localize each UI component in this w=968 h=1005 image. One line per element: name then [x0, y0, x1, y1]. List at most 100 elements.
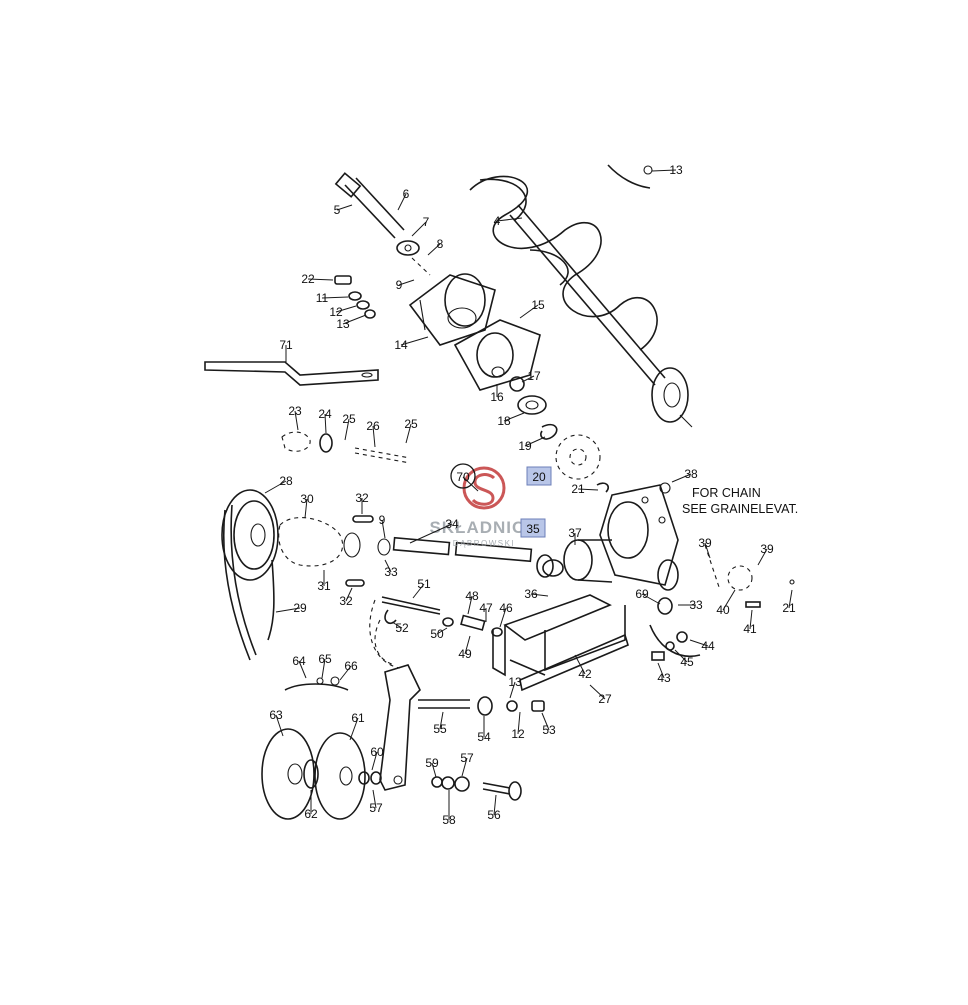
- callout-11[interactable]: 11: [316, 291, 349, 305]
- callout-41[interactable]: 41: [743, 609, 757, 636]
- callout-label: 29: [293, 601, 307, 615]
- callout-25[interactable]: 25: [342, 412, 356, 441]
- callout-62[interactable]: 62: [304, 790, 318, 821]
- callout-48[interactable]: 48: [465, 589, 479, 615]
- callout-4[interactable]: 4: [494, 214, 523, 228]
- callout-label: 12: [511, 727, 525, 741]
- callout-40[interactable]: 40: [716, 589, 736, 617]
- callout-21[interactable]: 21: [782, 589, 796, 615]
- leader-line: [757, 548, 768, 566]
- callout-65[interactable]: 65: [318, 652, 332, 679]
- callout-59[interactable]: 59: [425, 756, 439, 778]
- callout-label: 33: [384, 565, 398, 579]
- callout-49[interactable]: 49: [458, 635, 472, 661]
- callout-13[interactable]: 13: [651, 163, 683, 177]
- callout-5[interactable]: 5: [334, 203, 353, 217]
- callout-42[interactable]: 42: [574, 654, 592, 681]
- callout-24[interactable]: 24: [318, 407, 332, 434]
- leader-line: [499, 607, 507, 628]
- callout-30[interactable]: 30: [300, 492, 314, 519]
- callout-9[interactable]: 9: [379, 513, 386, 539]
- callout-label: 5: [334, 203, 341, 217]
- callout-63[interactable]: 63: [269, 708, 284, 737]
- callout-53[interactable]: 53: [541, 712, 556, 737]
- callout-29[interactable]: 29: [275, 601, 307, 615]
- callout-17[interactable]: 17: [521, 369, 541, 383]
- leader-line: [641, 593, 661, 605]
- callout-43[interactable]: 43: [657, 662, 671, 685]
- callout-31[interactable]: 31: [317, 570, 331, 593]
- callout-32[interactable]: 32: [339, 587, 353, 608]
- leader-line: [431, 762, 437, 778]
- callout-55[interactable]: 55: [433, 711, 447, 736]
- leader-line: [461, 757, 468, 777]
- callout-7[interactable]: 7: [411, 215, 430, 237]
- callout-28[interactable]: 28: [264, 474, 293, 494]
- callout-12[interactable]: 12: [511, 711, 525, 741]
- callout-13[interactable]: 13: [508, 675, 522, 699]
- callout-46[interactable]: 46: [499, 601, 513, 628]
- callout-35[interactable]: 35: [520, 518, 546, 538]
- callout-15[interactable]: 15: [519, 298, 545, 319]
- callout-66[interactable]: 66: [339, 659, 358, 681]
- callout-37[interactable]: 37: [568, 526, 582, 545]
- callout-32[interactable]: 32: [355, 491, 369, 514]
- callout-27[interactable]: 27: [589, 684, 612, 706]
- callout-label: 61: [351, 711, 365, 725]
- callout-45[interactable]: 45: [674, 649, 694, 669]
- callout-33[interactable]: 33: [678, 598, 703, 612]
- callout-20[interactable]: 20: [526, 466, 552, 486]
- callout-51[interactable]: 51: [412, 577, 431, 599]
- callout-9[interactable]: 9: [396, 278, 415, 292]
- callout-58[interactable]: 58: [442, 790, 456, 827]
- callout-39[interactable]: 39: [757, 542, 774, 566]
- callout-26[interactable]: 26: [366, 419, 380, 448]
- callout-label: 51: [417, 577, 431, 591]
- callout-47[interactable]: 47: [479, 601, 493, 622]
- callout-label: 20: [532, 470, 546, 484]
- callout-label: 22: [301, 272, 315, 286]
- callout-44[interactable]: 44: [689, 639, 715, 653]
- callout-22[interactable]: 22: [301, 272, 334, 286]
- leader-line: [397, 193, 407, 211]
- callout-16[interactable]: 16: [490, 384, 504, 404]
- leader-line: [391, 621, 403, 629]
- callout-61[interactable]: 61: [349, 711, 365, 741]
- callout-6[interactable]: 6: [397, 187, 410, 211]
- callout-label: 71: [279, 338, 293, 352]
- callout-14[interactable]: 14: [394, 336, 429, 352]
- callout-54[interactable]: 54: [477, 716, 491, 744]
- leader-line: [324, 413, 327, 434]
- callout-52[interactable]: 52: [391, 621, 409, 635]
- callout-57[interactable]: 57: [460, 751, 474, 777]
- callout-56[interactable]: 56: [487, 794, 501, 822]
- callout-69[interactable]: 69: [635, 587, 661, 605]
- watermark-sub: DĄBROWSKI: [453, 539, 515, 548]
- callout-13[interactable]: 13: [336, 314, 367, 331]
- callout-21[interactable]: 21: [571, 482, 599, 496]
- leader-line: [436, 627, 448, 635]
- watermark: SKŁADNICA DĄBROWSKI: [429, 466, 538, 548]
- callout-34[interactable]: 34: [409, 517, 459, 544]
- callout-39[interactable]: 39: [698, 536, 712, 559]
- callout-60[interactable]: 60: [370, 745, 384, 771]
- callout-57[interactable]: 57: [369, 789, 383, 815]
- callout-label: 60: [370, 745, 384, 759]
- callout-64[interactable]: 64: [292, 654, 307, 679]
- leader-line: [577, 488, 599, 491]
- leader-line: [344, 418, 350, 441]
- callout-70[interactable]: 70: [450, 463, 479, 492]
- callout-38[interactable]: 38: [671, 467, 698, 483]
- callout-23[interactable]: 23: [288, 404, 302, 431]
- callout-50[interactable]: 50: [430, 627, 448, 641]
- callout-71[interactable]: 71: [279, 338, 293, 362]
- callout-33[interactable]: 33: [384, 559, 398, 579]
- callout-36[interactable]: 36: [524, 587, 549, 601]
- leader-line: [336, 204, 353, 211]
- callout-18[interactable]: 18: [497, 412, 525, 428]
- callout-8[interactable]: 8: [427, 237, 444, 256]
- callout-25[interactable]: 25: [404, 417, 418, 444]
- callout-12[interactable]: 12: [329, 305, 357, 319]
- callout-19[interactable]: 19: [518, 436, 546, 453]
- leader-line: [467, 595, 473, 615]
